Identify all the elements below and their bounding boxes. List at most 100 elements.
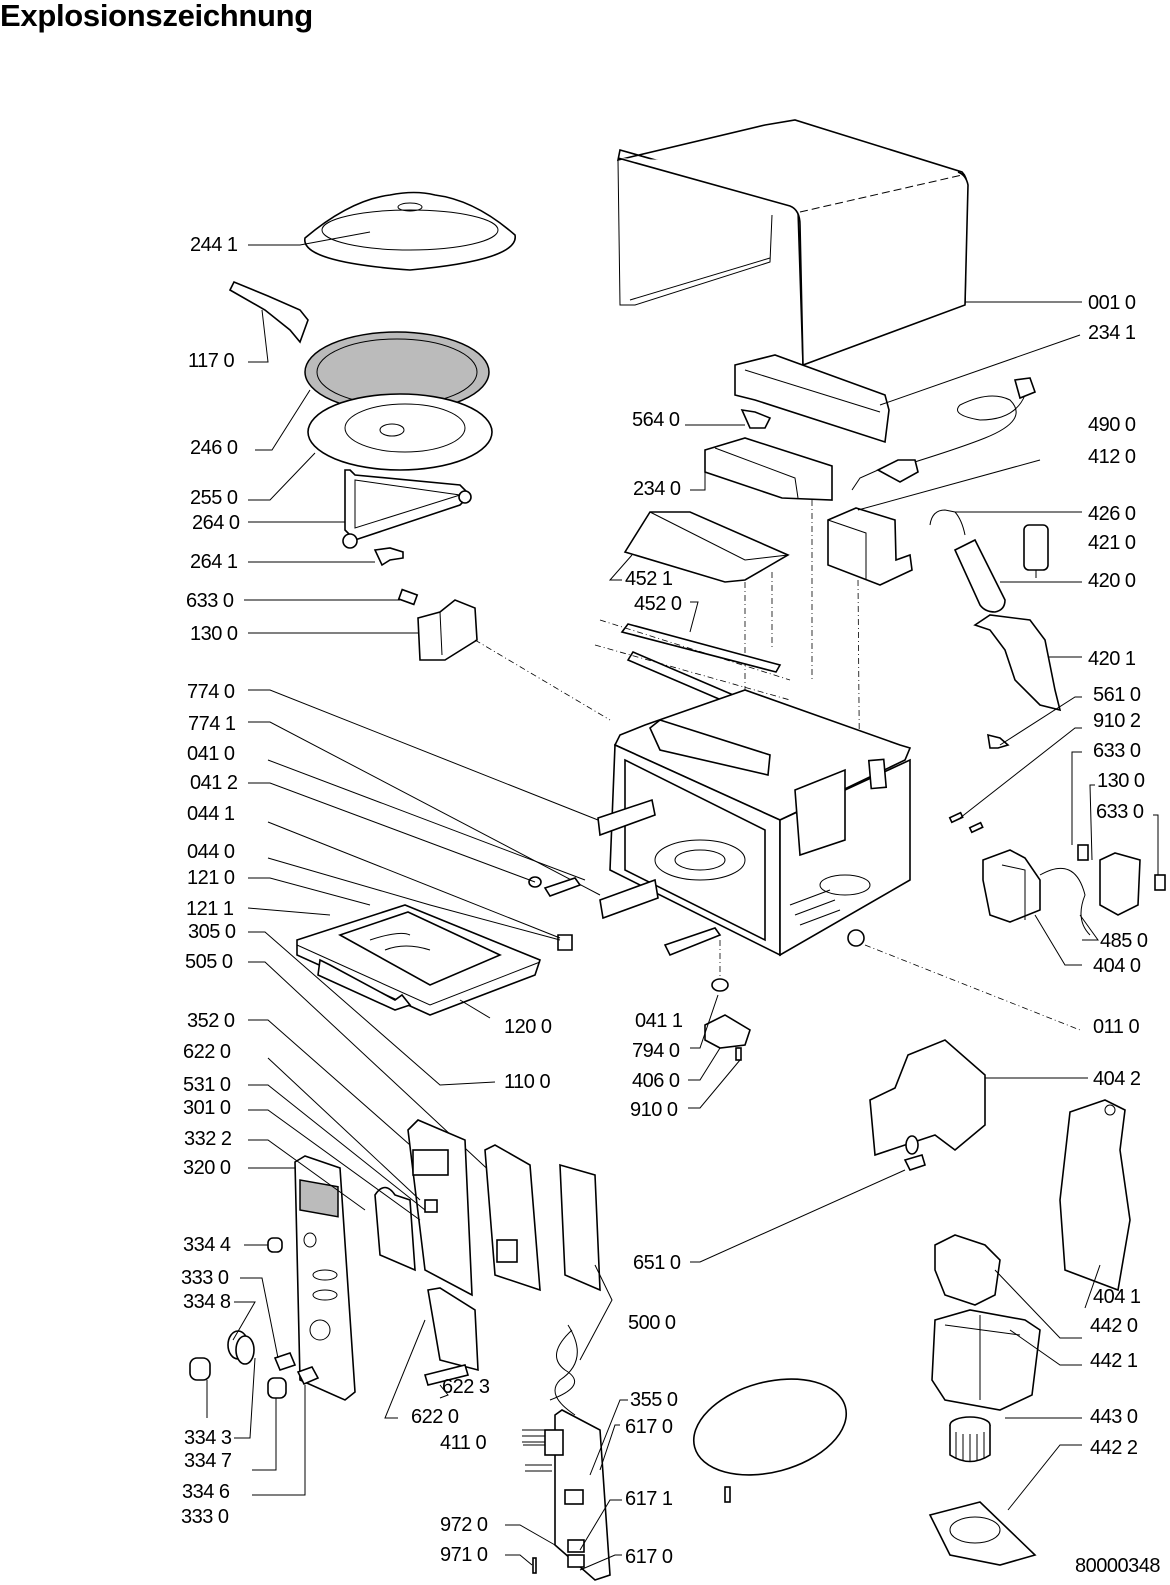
- part-label-633-0-b: 633 0: [1093, 740, 1141, 762]
- part-label-117-0: 117 0: [188, 350, 235, 372]
- part-label-622-3: 622 3: [442, 1376, 490, 1398]
- hinge-upper-part: [248, 689, 656, 837]
- part-label-505-0: 505 0: [185, 951, 233, 973]
- part-label-041-1: 041 1: [635, 1010, 683, 1032]
- part-label-246-0: 246 0: [190, 437, 238, 459]
- part-label-011-0: 011 0: [1093, 1016, 1140, 1038]
- page-title: Explosionszeichnung: [0, 0, 313, 33]
- air-duct-lower-part: [1059, 1099, 1131, 1309]
- power-board-part: [559, 1163, 601, 1292]
- microswitch-left-part: [244, 588, 419, 606]
- part-label-234-0: 234 0: [633, 478, 681, 500]
- part-label-264-0: 264 0: [192, 512, 240, 534]
- part-label-121-1: 121 1: [186, 898, 234, 920]
- hv-diode-part: [929, 509, 1082, 536]
- part-label-320-0: 320 0: [183, 1157, 231, 1179]
- part-label-622-0-b: 622 0: [411, 1406, 459, 1428]
- part-label-234-1: 234 1: [1088, 322, 1136, 344]
- switch-holder-part: [484, 1144, 541, 1292]
- coupler-part: [248, 547, 404, 567]
- part-label-334-4: 334 4: [183, 1234, 231, 1256]
- turntable-plate-part: [248, 393, 493, 501]
- part-label-972-0: 972 0: [440, 1514, 488, 1536]
- part-label-044-0: 044 0: [187, 841, 235, 863]
- part-label-774-1: 774 1: [188, 713, 236, 735]
- part-label-001-0: 001 0: [1088, 292, 1136, 314]
- part-label-333-0-a: 333 0: [181, 1267, 229, 1289]
- keypad-part: [248, 1139, 416, 1272]
- part-label-406-0: 406 0: [632, 1070, 680, 1092]
- part-label-334-6: 334 6: [182, 1481, 230, 1503]
- fan-base-plate-part: [928, 1444, 1082, 1566]
- part-label-041-2: 041 2: [190, 772, 238, 794]
- handle-part: [228, 280, 309, 363]
- switch-assembly-right-part: [1071, 751, 1166, 916]
- hv-capacitor-small-part: [1023, 524, 1049, 578]
- part-label-774-0: 774 0: [187, 681, 235, 703]
- screws-part: [948, 727, 1082, 834]
- part-label-334-7: 334 7: [184, 1450, 232, 1472]
- part-label-120-0: 120 0: [504, 1016, 552, 1038]
- cover-dome-part: [248, 191, 516, 271]
- hinge-lower-part: [248, 721, 659, 920]
- part-label-301-0: 301 0: [183, 1097, 231, 1119]
- part-label-500-0: 500 0: [628, 1312, 676, 1334]
- capacitor-bracket-part: [973, 614, 1082, 712]
- fan-wheel-part: [949, 1416, 1082, 1463]
- part-label-334-3: 334 3: [184, 1427, 232, 1449]
- part-label-421-0: 421 0: [1088, 532, 1136, 554]
- part-label-622-0-a: 622 0: [183, 1041, 231, 1063]
- fuse-bracket-part: [987, 696, 1082, 749]
- part-label-044-1: 044 1: [187, 803, 235, 825]
- lamp-cover-part: [692, 1378, 848, 1503]
- part-label-617-1: 617 1: [625, 1488, 673, 1510]
- oven-cavity-part: [609, 689, 912, 957]
- roller-ring-part: [248, 469, 472, 549]
- part-label-910-2: 910 2: [1093, 710, 1141, 732]
- thermostat-part: [685, 408, 772, 429]
- hv-capacitor-part: [953, 538, 1082, 613]
- part-label-420-0: 420 0: [1088, 570, 1136, 592]
- part-label-404-0: 404 0: [1093, 955, 1141, 977]
- document-number: 80000348: [1075, 1555, 1160, 1577]
- part-label-452-0: 452 0: [634, 593, 682, 615]
- part-label-910-0: 910 0: [630, 1099, 678, 1121]
- part-label-130-0: 130 0: [190, 623, 238, 645]
- mains-cable-part: [851, 377, 1037, 491]
- turntable-motor-part: [688, 940, 751, 1109]
- foot-part: [847, 929, 1081, 1031]
- part-label-121-0: 121 0: [187, 867, 235, 889]
- interlock-board-part: [384, 1287, 479, 1419]
- part-label-264-1: 264 1: [190, 551, 238, 573]
- part-label-561-0: 561 0: [1093, 684, 1141, 706]
- part-label-130-0-b: 130 0: [1097, 770, 1145, 792]
- part-label-443-0: 443 0: [1090, 1406, 1138, 1428]
- part-label-485-0: 485 0: [1100, 930, 1148, 952]
- reflector-part: [608, 511, 790, 690]
- fan-housing-part: [931, 1309, 1082, 1411]
- part-label-333-0-b: 333 0: [181, 1506, 229, 1528]
- part-label-564-0: 564 0: [632, 409, 680, 431]
- air-guide-upper-part: [734, 334, 1081, 444]
- part-label-651-0: 651 0: [633, 1252, 681, 1274]
- part-label-426-0: 426 0: [1088, 503, 1136, 525]
- part-label-355-0: 355 0: [630, 1389, 678, 1411]
- part-label-404-2: 404 2: [1093, 1068, 1141, 1090]
- part-label-617-0-a: 617 0: [625, 1416, 673, 1438]
- cable-harness-part: [549, 1264, 613, 1416]
- part-label-352-0: 352 0: [187, 1010, 235, 1032]
- part-label-442-2: 442 2: [1090, 1437, 1138, 1459]
- part-label-334-8: 334 8: [183, 1291, 231, 1313]
- door-latch-parts: [248, 759, 722, 957]
- part-label-404-1: 404 1: [1093, 1286, 1141, 1308]
- part-label-305-0: 305 0: [188, 921, 236, 943]
- knob-parts: [189, 1237, 320, 1496]
- part-label-633-0-c: 633 0: [1096, 801, 1144, 823]
- control-panel-part: [248, 1155, 356, 1401]
- part-label-442-0: 442 0: [1090, 1315, 1138, 1337]
- part-label-420-1: 420 1: [1088, 648, 1136, 670]
- part-label-442-1: 442 1: [1090, 1350, 1138, 1372]
- lamp-part: [690, 1135, 926, 1263]
- outer-cabinet-part: [616, 119, 1082, 367]
- heater-rods-part: [594, 601, 791, 710]
